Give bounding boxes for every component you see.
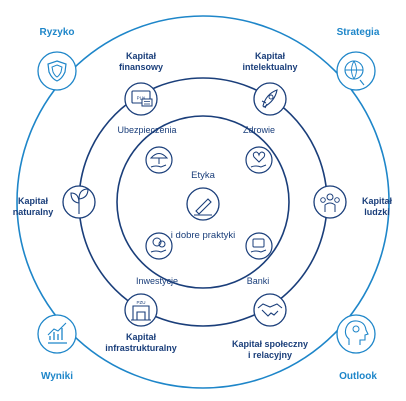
outer-ring — [16, 15, 390, 389]
building-icon-text: PZU — [137, 300, 146, 305]
heart-hand-icon — [245, 146, 273, 174]
card-hand-icon — [245, 232, 273, 260]
capital-label-ludzki: Kapitał ludzki — [354, 196, 400, 218]
inner-ring — [116, 115, 290, 289]
capital-label-line: Kapitał — [17, 196, 48, 206]
capital-label-line: i relacyjny — [247, 350, 293, 360]
segment-label-inwestycje: Inwestycje — [135, 276, 179, 286]
center-subtitle: i dobre praktyki — [170, 230, 236, 241]
handshake-icon — [253, 293, 287, 327]
capital-label-line: Kapitał — [254, 51, 285, 61]
capital-label-naturalny: Kapitał naturalny — [8, 196, 58, 218]
corner-label-strategia: Strategia — [336, 27, 380, 38]
corner-label-ryzyko: Ryzyko — [39, 27, 75, 38]
umbrella-hand-icon — [145, 146, 173, 174]
capital-label-line: Kapitał — [361, 196, 392, 206]
capital-label-line: Kapitał społeczny — [231, 339, 309, 349]
capital-label-finansowy: Kapitał finansowy — [106, 51, 176, 73]
capital-label-intelektualny: Kapitał intelektualny — [235, 51, 305, 73]
capital-label-line: Kapitał — [125, 332, 156, 342]
money-stack-icon-text: PLN — [137, 96, 146, 101]
pen-hand-icon — [186, 187, 220, 221]
capital-label-spoleczny: Kapitał społeczny i relacyjny — [222, 339, 318, 361]
shield-icon — [37, 51, 77, 91]
capital-label-line: intelektualny — [242, 62, 298, 72]
rocket-idea-icon — [253, 82, 287, 116]
capital-label-line: ludzki — [364, 207, 390, 217]
money-stack-icon: PLN — [124, 82, 158, 116]
segment-label-ubezpieczenia: Ubezpieczenia — [117, 125, 177, 135]
capital-label-line: finansowy — [118, 62, 163, 72]
building-icon: PZU — [124, 293, 158, 327]
corner-label-wyniki: Wyniki — [40, 371, 74, 382]
globe-head-icon — [336, 51, 376, 91]
head-gears-icon — [336, 314, 376, 354]
segment-label-banki: Banki — [246, 276, 270, 286]
capital-label-line: Kapitał — [125, 51, 156, 61]
segment-label-zdrowie: Zdrowie — [242, 125, 275, 135]
coins-hand-icon — [145, 232, 173, 260]
capital-label-line: naturalny — [12, 207, 54, 217]
growth-chart-icon — [37, 314, 77, 354]
center-title: Etyka — [191, 170, 215, 181]
corner-label-outlook: Outlook — [339, 371, 377, 382]
capital-label-line: infrastrukturalny — [105, 343, 177, 353]
plant-icon — [62, 185, 96, 219]
capital-label-infrastrukturalny: Kapitał infrastrukturalny — [98, 332, 184, 354]
people-icon — [313, 185, 347, 219]
